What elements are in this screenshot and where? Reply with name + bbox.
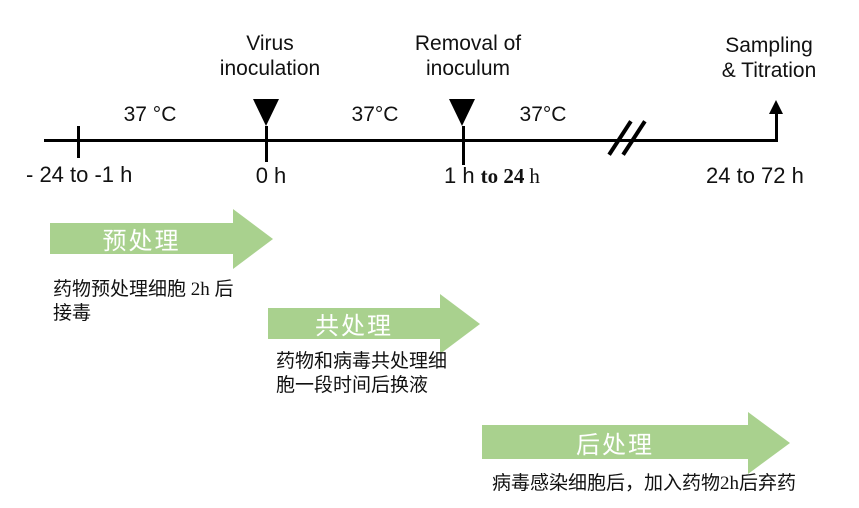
temp-label-2: 37°C (351, 103, 399, 126)
time-one-part1: 1 h (444, 163, 475, 188)
pretreatment-description: 药物预处理细胞 2h 后 接毒 (53, 278, 234, 326)
removal-label-line1: Removal of (414, 32, 522, 55)
posttreatment-arrow-label: 后处理 (576, 431, 654, 459)
sampling-titration-label: Sampling & Titration (699, 33, 839, 83)
start-tick (77, 126, 80, 158)
posttreatment-description: 病毒感染细胞后，加入药物2h后弃药 (492, 472, 796, 496)
sampling-arrow-stem (775, 112, 778, 141)
removal-label-line2: inoculum (425, 57, 511, 80)
pretreatment-arrow-head-icon (233, 209, 273, 269)
time-zero-label: 0 h (255, 163, 287, 188)
posttreatment-arrow-head-icon (748, 412, 790, 474)
temp-label-3: 37°C (519, 103, 567, 126)
time-start-label: - 24 to -1 h (26, 162, 133, 187)
sampling-label-line1: Sampling (725, 34, 813, 57)
timeline-axis (44, 139, 778, 142)
removal-marker-icon (449, 99, 475, 126)
cotreatment-arrow-head-icon (440, 294, 480, 354)
virus-inoculation-label: Virus inoculation (200, 31, 340, 81)
cotreatment-arrow-label: 共处理 (315, 313, 393, 340)
removal-of-inoculum-label: Removal of inoculum (398, 31, 538, 81)
cotreatment-description: 药物和病毒共处理细 胞一段时间后换液 (276, 350, 447, 398)
posttreatment-arrow-body: 后处理 (482, 425, 748, 459)
zero-hour-tick (265, 126, 268, 162)
sampling-arrow-icon (769, 100, 783, 114)
pretreatment-desc-line1: 药物预处理细胞 2h 后 (53, 279, 234, 300)
virus-inoculation-label-line2: inoculation (219, 57, 321, 80)
inoculation-marker-icon (253, 99, 279, 126)
time-one-part2: to 24 (480, 164, 525, 188)
temp-label-1: 37 °C (123, 103, 177, 126)
pretreatment-arrow-body: 预处理 (50, 223, 233, 255)
cotreatment-desc-line1: 药物和病毒共处理细 (276, 351, 448, 372)
cotreatment-arrow-body: 共处理 (268, 308, 440, 340)
one-hour-tick (462, 126, 465, 165)
posttreatment-desc-line1: 病毒感染细胞后，加入药物2h后弃药 (492, 473, 797, 494)
axis-break-icon (607, 120, 633, 156)
pretreatment-desc-line2: 接毒 (53, 303, 92, 324)
time-end-label: 24 to 72 h (706, 163, 804, 188)
sampling-label-line2: & Titration (721, 59, 817, 82)
virus-inoculation-label-line1: Virus (246, 32, 294, 55)
pretreatment-arrow-label: 预处理 (102, 228, 181, 255)
cotreatment-desc-line2: 胞一段时间后换液 (276, 375, 429, 396)
time-one-part3: h (529, 164, 540, 188)
